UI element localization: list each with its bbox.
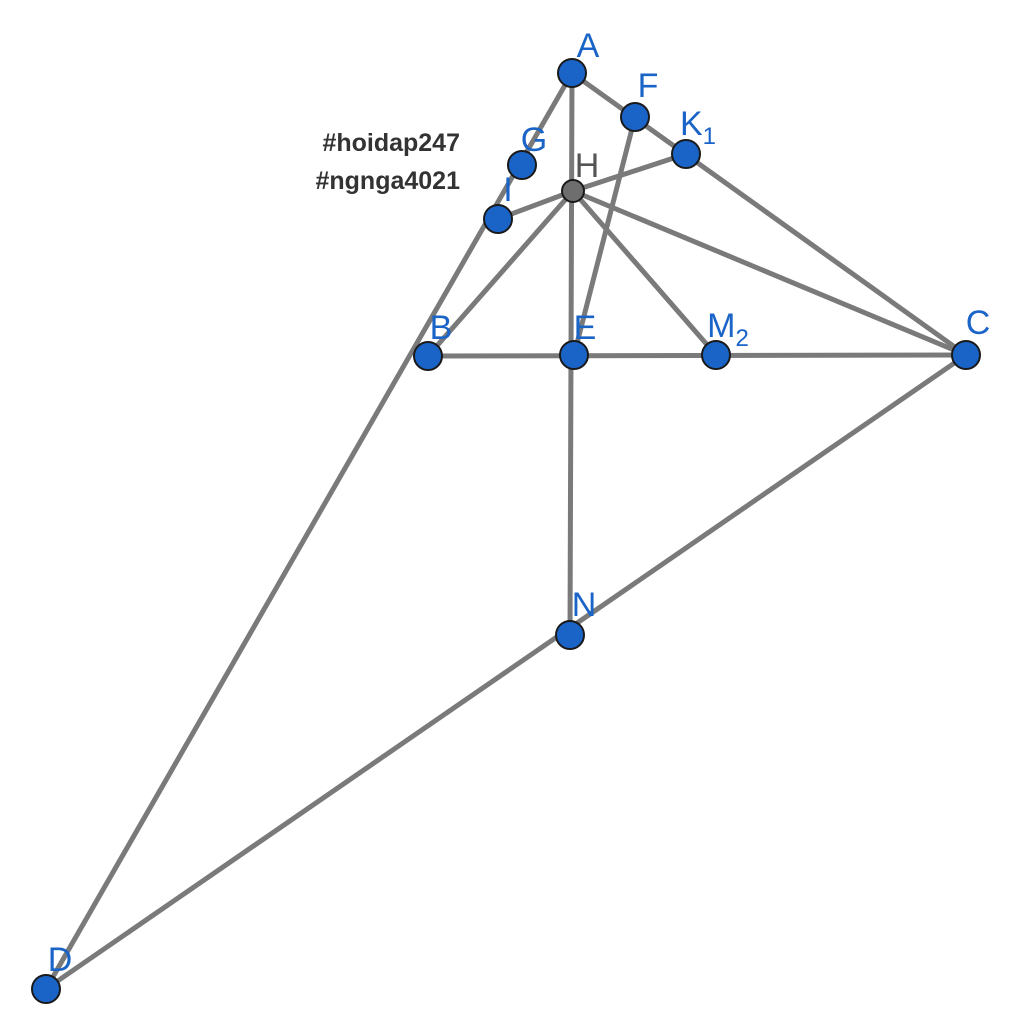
label-b: B (430, 309, 453, 347)
label-m: M2 (707, 307, 749, 352)
point-k (671, 139, 701, 169)
label-g: G (521, 121, 547, 159)
label-f: F (638, 67, 659, 105)
segment-dc (43, 352, 969, 992)
point-h (561, 179, 585, 203)
label-k: K1 (680, 105, 716, 150)
segment-fe (571, 114, 638, 358)
point-b (413, 341, 443, 371)
point-n (555, 620, 585, 650)
label-h: H (575, 147, 600, 185)
point-m (701, 340, 731, 370)
label-d: D (48, 941, 73, 979)
label-i: I (503, 171, 512, 209)
label-a: A (577, 27, 600, 65)
points-layer (31, 58, 981, 1004)
point-e (559, 340, 589, 370)
segment-hb (425, 188, 576, 359)
segment-hk (570, 151, 689, 194)
segment-hc (570, 188, 969, 358)
label-subscript-k: 1 (703, 123, 716, 150)
point-a (557, 58, 587, 88)
watermark-line-1: #hoidap247 (322, 129, 460, 157)
point-i (483, 204, 513, 234)
segment-hm (570, 188, 719, 358)
label-e: E (574, 309, 597, 347)
label-c: C (966, 304, 991, 342)
label-subscript-m: 2 (735, 325, 748, 352)
watermark-line-2: #ngnga4021 (315, 167, 460, 195)
labels-layer: AF K1 GH I B E M2 C N D (48, 27, 991, 979)
segment-ad (43, 70, 575, 992)
point-c (951, 340, 981, 370)
label-n: N (572, 586, 597, 624)
point-g (507, 150, 537, 180)
point-d (31, 974, 61, 1004)
point-f (620, 102, 650, 132)
segment-bc (425, 352, 969, 359)
